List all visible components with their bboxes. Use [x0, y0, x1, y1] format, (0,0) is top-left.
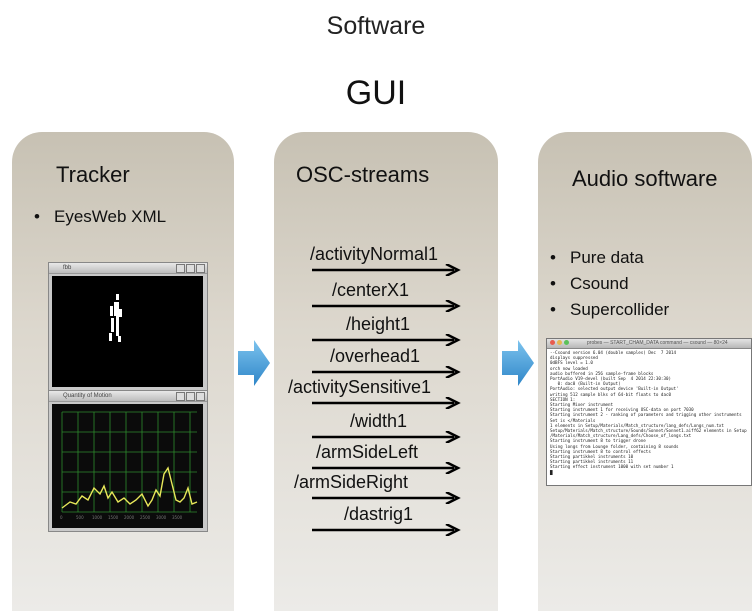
window-buttons[interactable]: [176, 392, 205, 401]
stream-arrow-icon: [312, 334, 461, 346]
window-titlebar: Quantity of Motion: [49, 391, 207, 402]
audio-bullet: Pure data: [548, 248, 669, 268]
diagram-title: Software: [326, 12, 426, 40]
osc-title: OSC-streams: [296, 162, 430, 187]
stream-label: /armSideLeft: [316, 442, 419, 462]
stream-arrow-icon: [312, 397, 461, 409]
flow-arrow-icon: [502, 340, 534, 386]
tracker-panel: Tracker EyesWeb XML fbb Quant: [12, 132, 234, 611]
motion-plot-svg: 0 500 1000 1500 2000 2500 3000 3500: [60, 411, 198, 520]
terminal-titlebar: probes — START_CHAM_DATA command — csoun…: [547, 339, 751, 349]
window-titlebar: fbb: [49, 263, 207, 274]
stream-label: /dastrig1: [344, 504, 414, 524]
stream-arrow-icon: [312, 462, 461, 474]
svg-text:1500: 1500: [108, 515, 119, 520]
svg-text:3500: 3500: [172, 515, 183, 520]
window-title: Quantity of Motion: [63, 393, 112, 399]
window-title: fbb: [63, 265, 72, 271]
audio-title: Audio software: [572, 166, 718, 191]
silhouette-icon: [109, 294, 122, 342]
stream-arrow-icon: [312, 431, 461, 443]
svg-text:1000: 1000: [92, 515, 103, 520]
window-buttons[interactable]: [176, 264, 205, 273]
tracker-video-window: fbb: [48, 262, 208, 391]
stream-arrow-icon: [312, 264, 461, 276]
csound-terminal-window[interactable]: probes — START_CHAM_DATA command — csoun…: [546, 338, 752, 486]
svg-text:3000: 3000: [156, 515, 167, 520]
stream-arrow-icon: [312, 300, 461, 312]
stream-label: /centerX1: [332, 280, 410, 300]
tracker-title: Tracker: [56, 162, 130, 187]
terminal-output: --Csound version 6.04 (double samples) D…: [550, 350, 747, 475]
stream-label: /activityNormal1: [310, 244, 439, 264]
audio-bullet: Supercollider: [548, 300, 669, 320]
svg-text:500: 500: [76, 515, 84, 520]
audio-panel: Audio software Pure data Csound Supercol…: [538, 132, 752, 611]
stream-label: /armSideRight: [294, 472, 409, 492]
window-controls[interactable]: [550, 340, 569, 345]
tracker-bullets: EyesWeb XML: [32, 207, 166, 233]
stream-arrow-icon: [312, 524, 461, 536]
silhouette-view: [52, 276, 203, 387]
quantity-of-motion-window: Quantity of Motion 0 500 1000 1500 2000 2500…: [48, 390, 208, 532]
tracker-bullet: EyesWeb XML: [32, 207, 166, 227]
stream-arrow-icon: [312, 492, 461, 504]
svg-text:0: 0: [60, 515, 63, 520]
stream-arrow-icon: [312, 366, 461, 378]
audio-bullets: Pure data Csound Supercollider: [548, 248, 669, 326]
diagram-subtitle: GUI: [345, 74, 407, 112]
flow-arrow-icon: [238, 340, 270, 386]
stream-label: /activitySensitive1: [288, 377, 432, 397]
svg-text:2000: 2000: [124, 515, 135, 520]
svg-text:2500: 2500: [140, 515, 151, 520]
stream-label: /height1: [346, 314, 411, 334]
motion-plot: 0 500 1000 1500 2000 2500 3000 3500: [52, 404, 203, 528]
stream-label: /width1: [350, 411, 408, 431]
stream-label: /overhead1: [330, 346, 421, 366]
osc-panel: OSC-streams /activityNormal1 /centerX1 /…: [274, 132, 498, 611]
terminal-title: probes — START_CHAM_DATA command — csoun…: [587, 340, 728, 346]
audio-bullet: Csound: [548, 274, 669, 294]
